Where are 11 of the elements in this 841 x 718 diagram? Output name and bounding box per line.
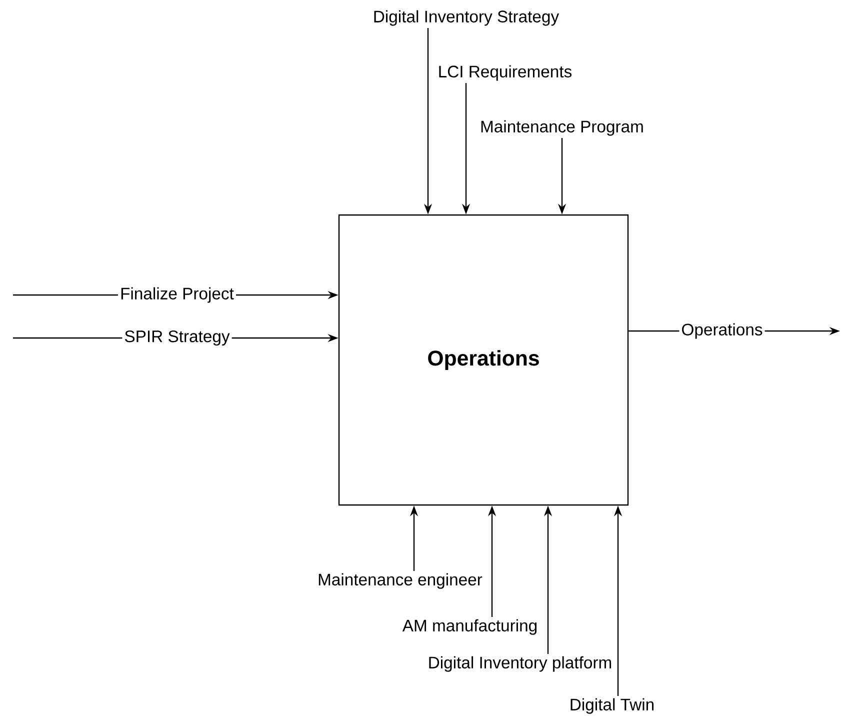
arrow-label: Digital Twin (567, 696, 657, 716)
arrow-label: LCI Requirements (436, 63, 574, 83)
edge-label: Finalize Project (118, 285, 236, 305)
edge-label: SPIR Strategy (122, 328, 232, 348)
arrow-label: Maintenance engineer (316, 571, 484, 591)
arrow-label: Digital Inventory platform (426, 654, 614, 674)
arrow-label: Maintenance Program (478, 118, 646, 138)
edge-label: Operations (679, 321, 765, 341)
arrow-label: AM manufacturing (400, 617, 540, 637)
arrow-label: Digital Inventory Strategy (370, 8, 562, 28)
process-box: Operations (338, 214, 629, 506)
